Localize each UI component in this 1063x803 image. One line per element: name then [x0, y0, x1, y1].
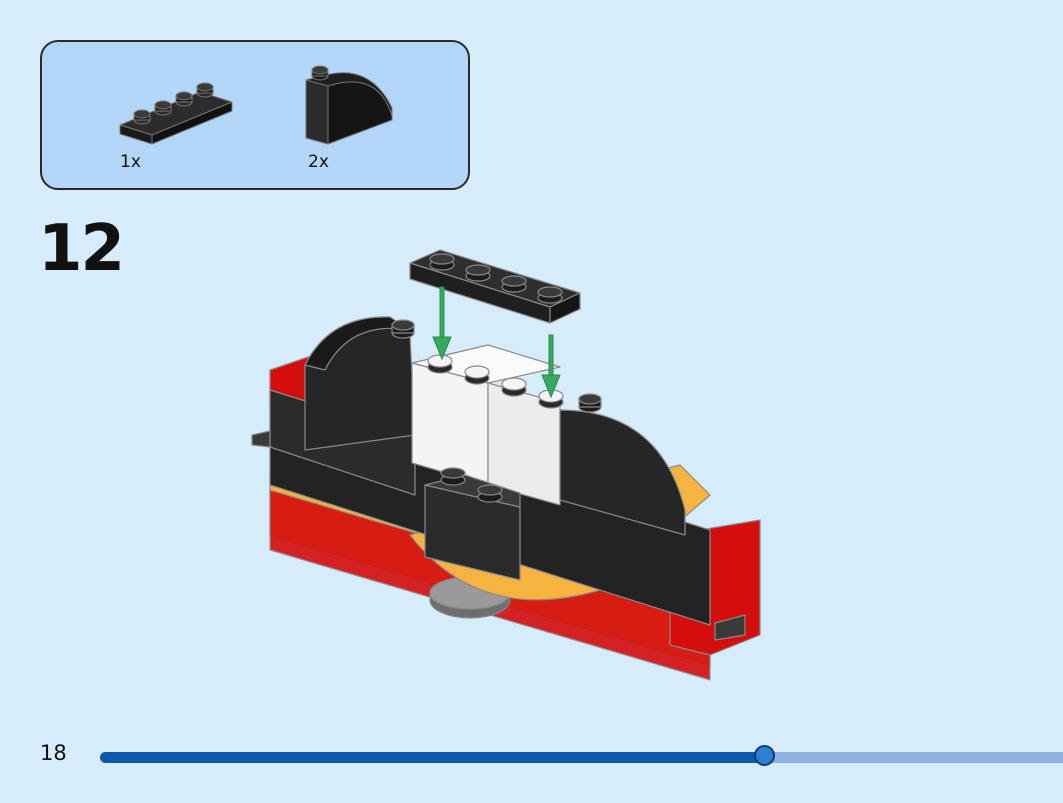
- model-assembly-illustration: [251, 249, 761, 681]
- progress-knob[interactable]: [754, 745, 776, 766]
- part-curved-slope: 2x: [300, 60, 410, 172]
- step-number: 12: [38, 212, 125, 286]
- build-illustration: [240, 235, 770, 695]
- plate-1x4-icon: [119, 82, 233, 145]
- arrow-down-icon: [541, 334, 561, 399]
- progress-fill: [100, 752, 765, 763]
- progress-bar: [100, 745, 1063, 766]
- curved-slope-brick-icon: [305, 65, 393, 145]
- arrow-down-icon: [432, 286, 452, 361]
- part-quantity: 2x: [308, 152, 329, 172]
- parts-callout: 1x 2x: [40, 40, 470, 190]
- page-number: 18: [40, 741, 67, 765]
- part-plate-1x4: 1x: [112, 80, 242, 172]
- part-quantity: 1x: [120, 152, 141, 172]
